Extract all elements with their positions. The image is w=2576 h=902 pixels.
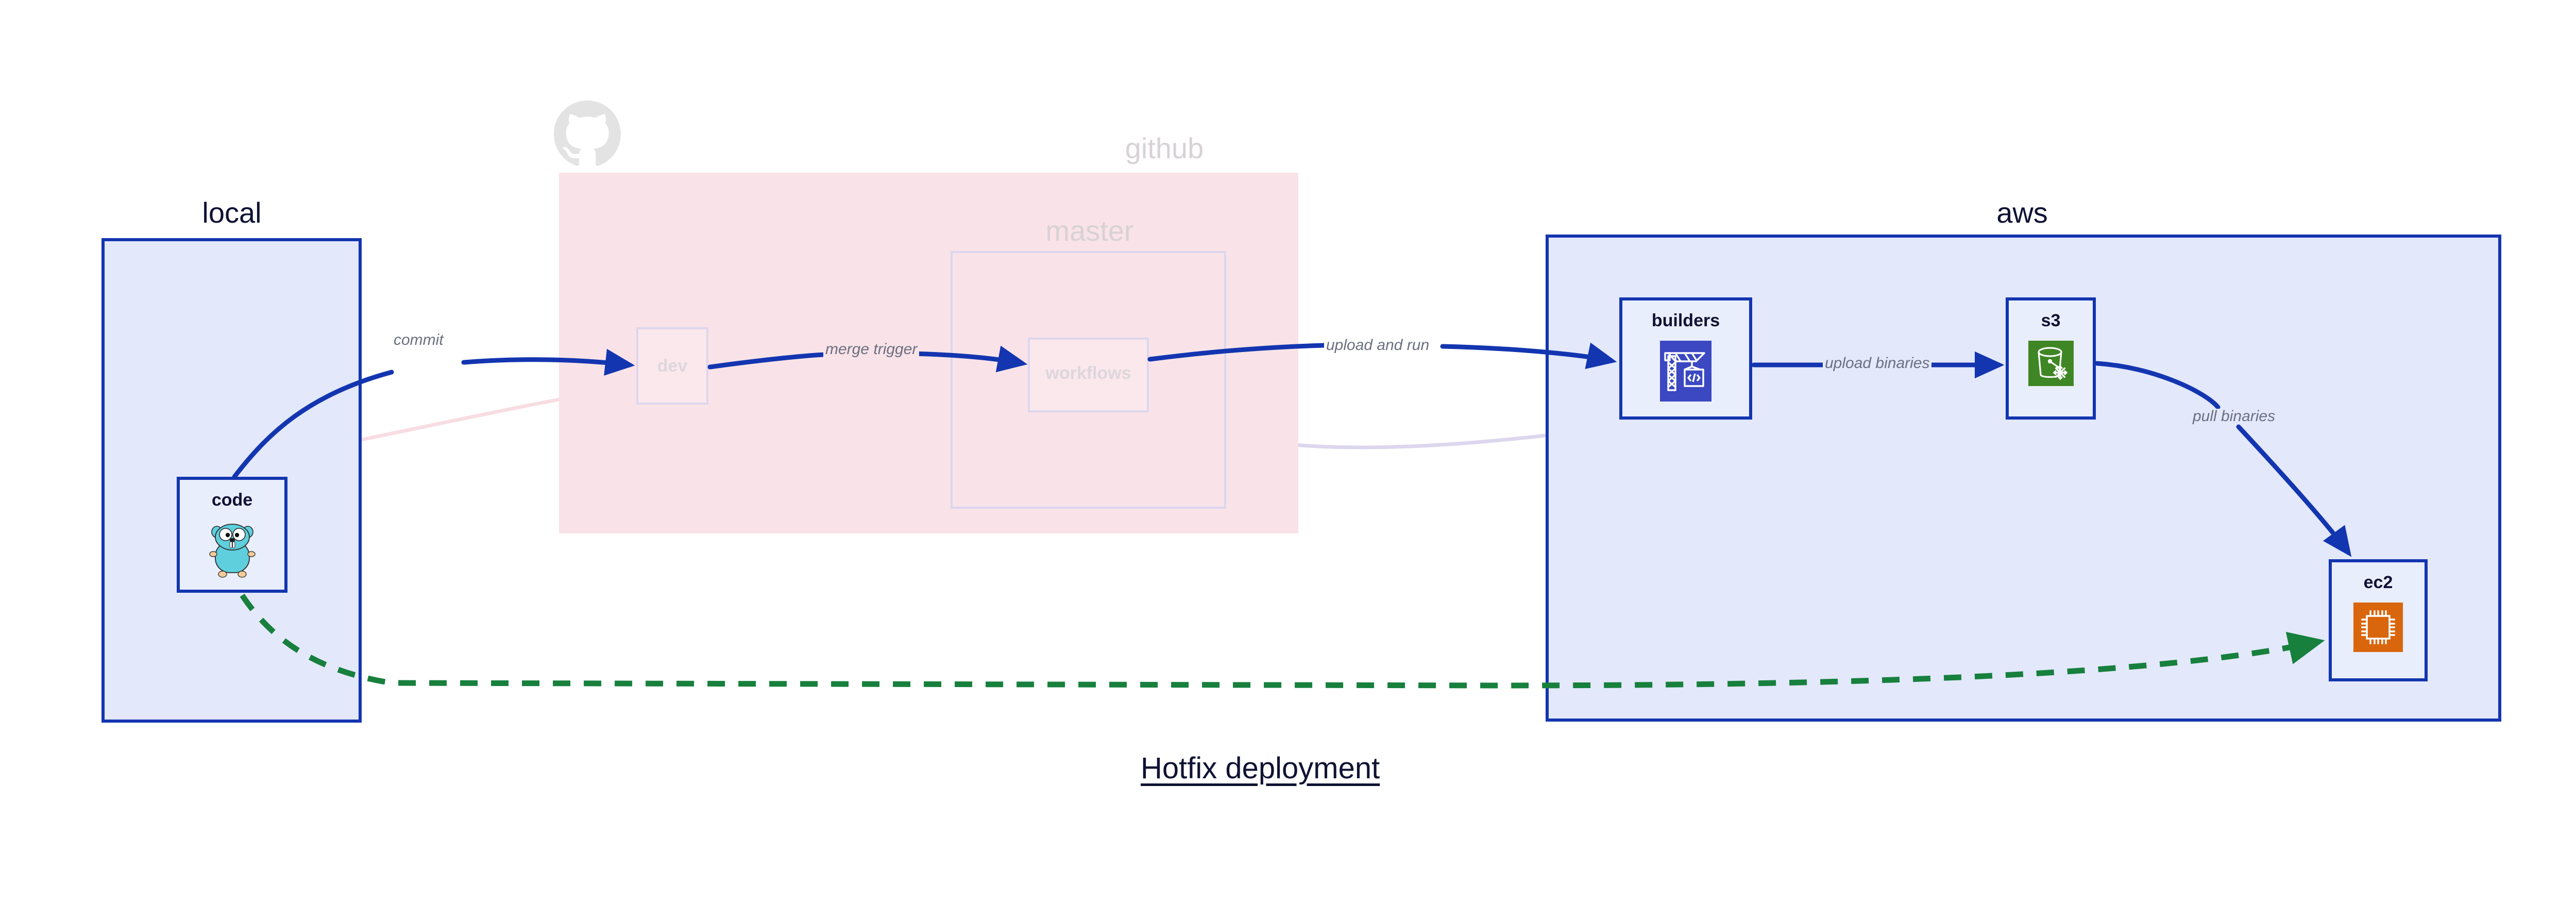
node-code[interactable]: code bbox=[177, 477, 287, 593]
node-s3[interactable]: s3 bbox=[2006, 297, 2096, 420]
node-builders[interactable]: builders bbox=[1619, 297, 1752, 420]
node-dev-label: dev bbox=[657, 356, 688, 376]
go-gopher-icon bbox=[204, 520, 261, 583]
aws-ec2-icon bbox=[2353, 603, 2403, 655]
aws-s3-glacier-icon bbox=[2028, 341, 2074, 389]
node-code-label: code bbox=[211, 490, 253, 510]
cluster-master-label: master bbox=[1045, 214, 1134, 247]
page-title: Hotfix deployment bbox=[1141, 751, 1380, 785]
node-s3-label: s3 bbox=[2041, 311, 2061, 330]
node-ec2[interactable]: ec2 bbox=[2329, 559, 2428, 681]
cluster-local-label: local bbox=[202, 196, 262, 229]
node-ec2-label: ec2 bbox=[2363, 573, 2393, 592]
edge-label-commit: commit bbox=[392, 332, 446, 348]
edge-label-upload-binaries: upload binaries bbox=[1823, 356, 1932, 371]
node-dev[interactable]: dev bbox=[636, 327, 708, 405]
edge-label-pull-binaries: pull binaries bbox=[2191, 409, 2278, 424]
cluster-aws-label: aws bbox=[1996, 196, 2048, 229]
edge-label-upload-and-run: upload and run bbox=[1324, 338, 1432, 353]
cluster-master bbox=[951, 251, 1226, 509]
node-builders-label: builders bbox=[1651, 311, 1720, 330]
node-workflows-label: workflows bbox=[1045, 363, 1131, 383]
node-workflows[interactable]: workflows bbox=[1028, 338, 1149, 412]
cluster-github-label: github bbox=[1125, 132, 1204, 164]
github-octocat-icon bbox=[554, 98, 621, 170]
aws-codebuild-icon bbox=[1660, 341, 1711, 404]
edge-label-merge-trigger: merge trigger bbox=[823, 342, 920, 357]
